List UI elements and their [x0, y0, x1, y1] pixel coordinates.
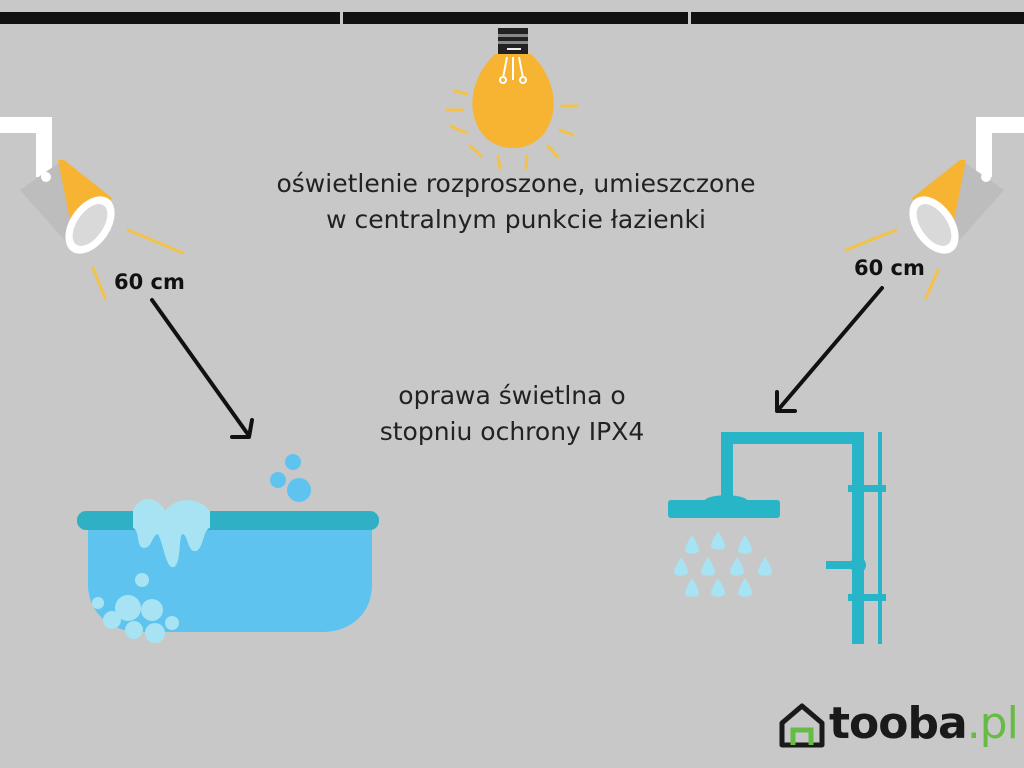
bathtub-icon: [77, 454, 379, 643]
logo-name: tooba: [829, 698, 968, 749]
right-distance-arrow: [775, 286, 884, 413]
logo-tld: .pl: [966, 698, 1019, 749]
left-distance-arrow: [150, 298, 254, 439]
central-light-line-2: w centralnym punkcie łazienki: [326, 205, 706, 234]
light-bulb-icon: [445, 28, 579, 170]
right-spotlight-icon: [844, 117, 1024, 300]
fixture-line-1: oprawa świetlna o: [398, 381, 626, 410]
ceiling-bar: [0, 12, 1024, 24]
right-distance-label: 60 cm: [854, 256, 925, 280]
fixture-description: oprawa świetlna o stopniu ochrony IPX4: [312, 378, 712, 450]
ceiling-gap: [340, 12, 343, 24]
central-light-line-1: oświetlenie rozproszone, umieszczone: [276, 169, 756, 198]
left-distance-label: 60 cm: [114, 270, 185, 294]
house-icon: [779, 703, 825, 748]
shower-icon: [668, 432, 886, 644]
fixture-line-2: stopniu ochrony IPX4: [379, 417, 645, 446]
ceiling-gap: [688, 12, 691, 24]
left-spotlight-icon: [0, 117, 185, 300]
logo: tooba.pl: [829, 698, 1019, 749]
central-light-description: oświetlenie rozproszone, umieszczone w c…: [216, 166, 816, 238]
